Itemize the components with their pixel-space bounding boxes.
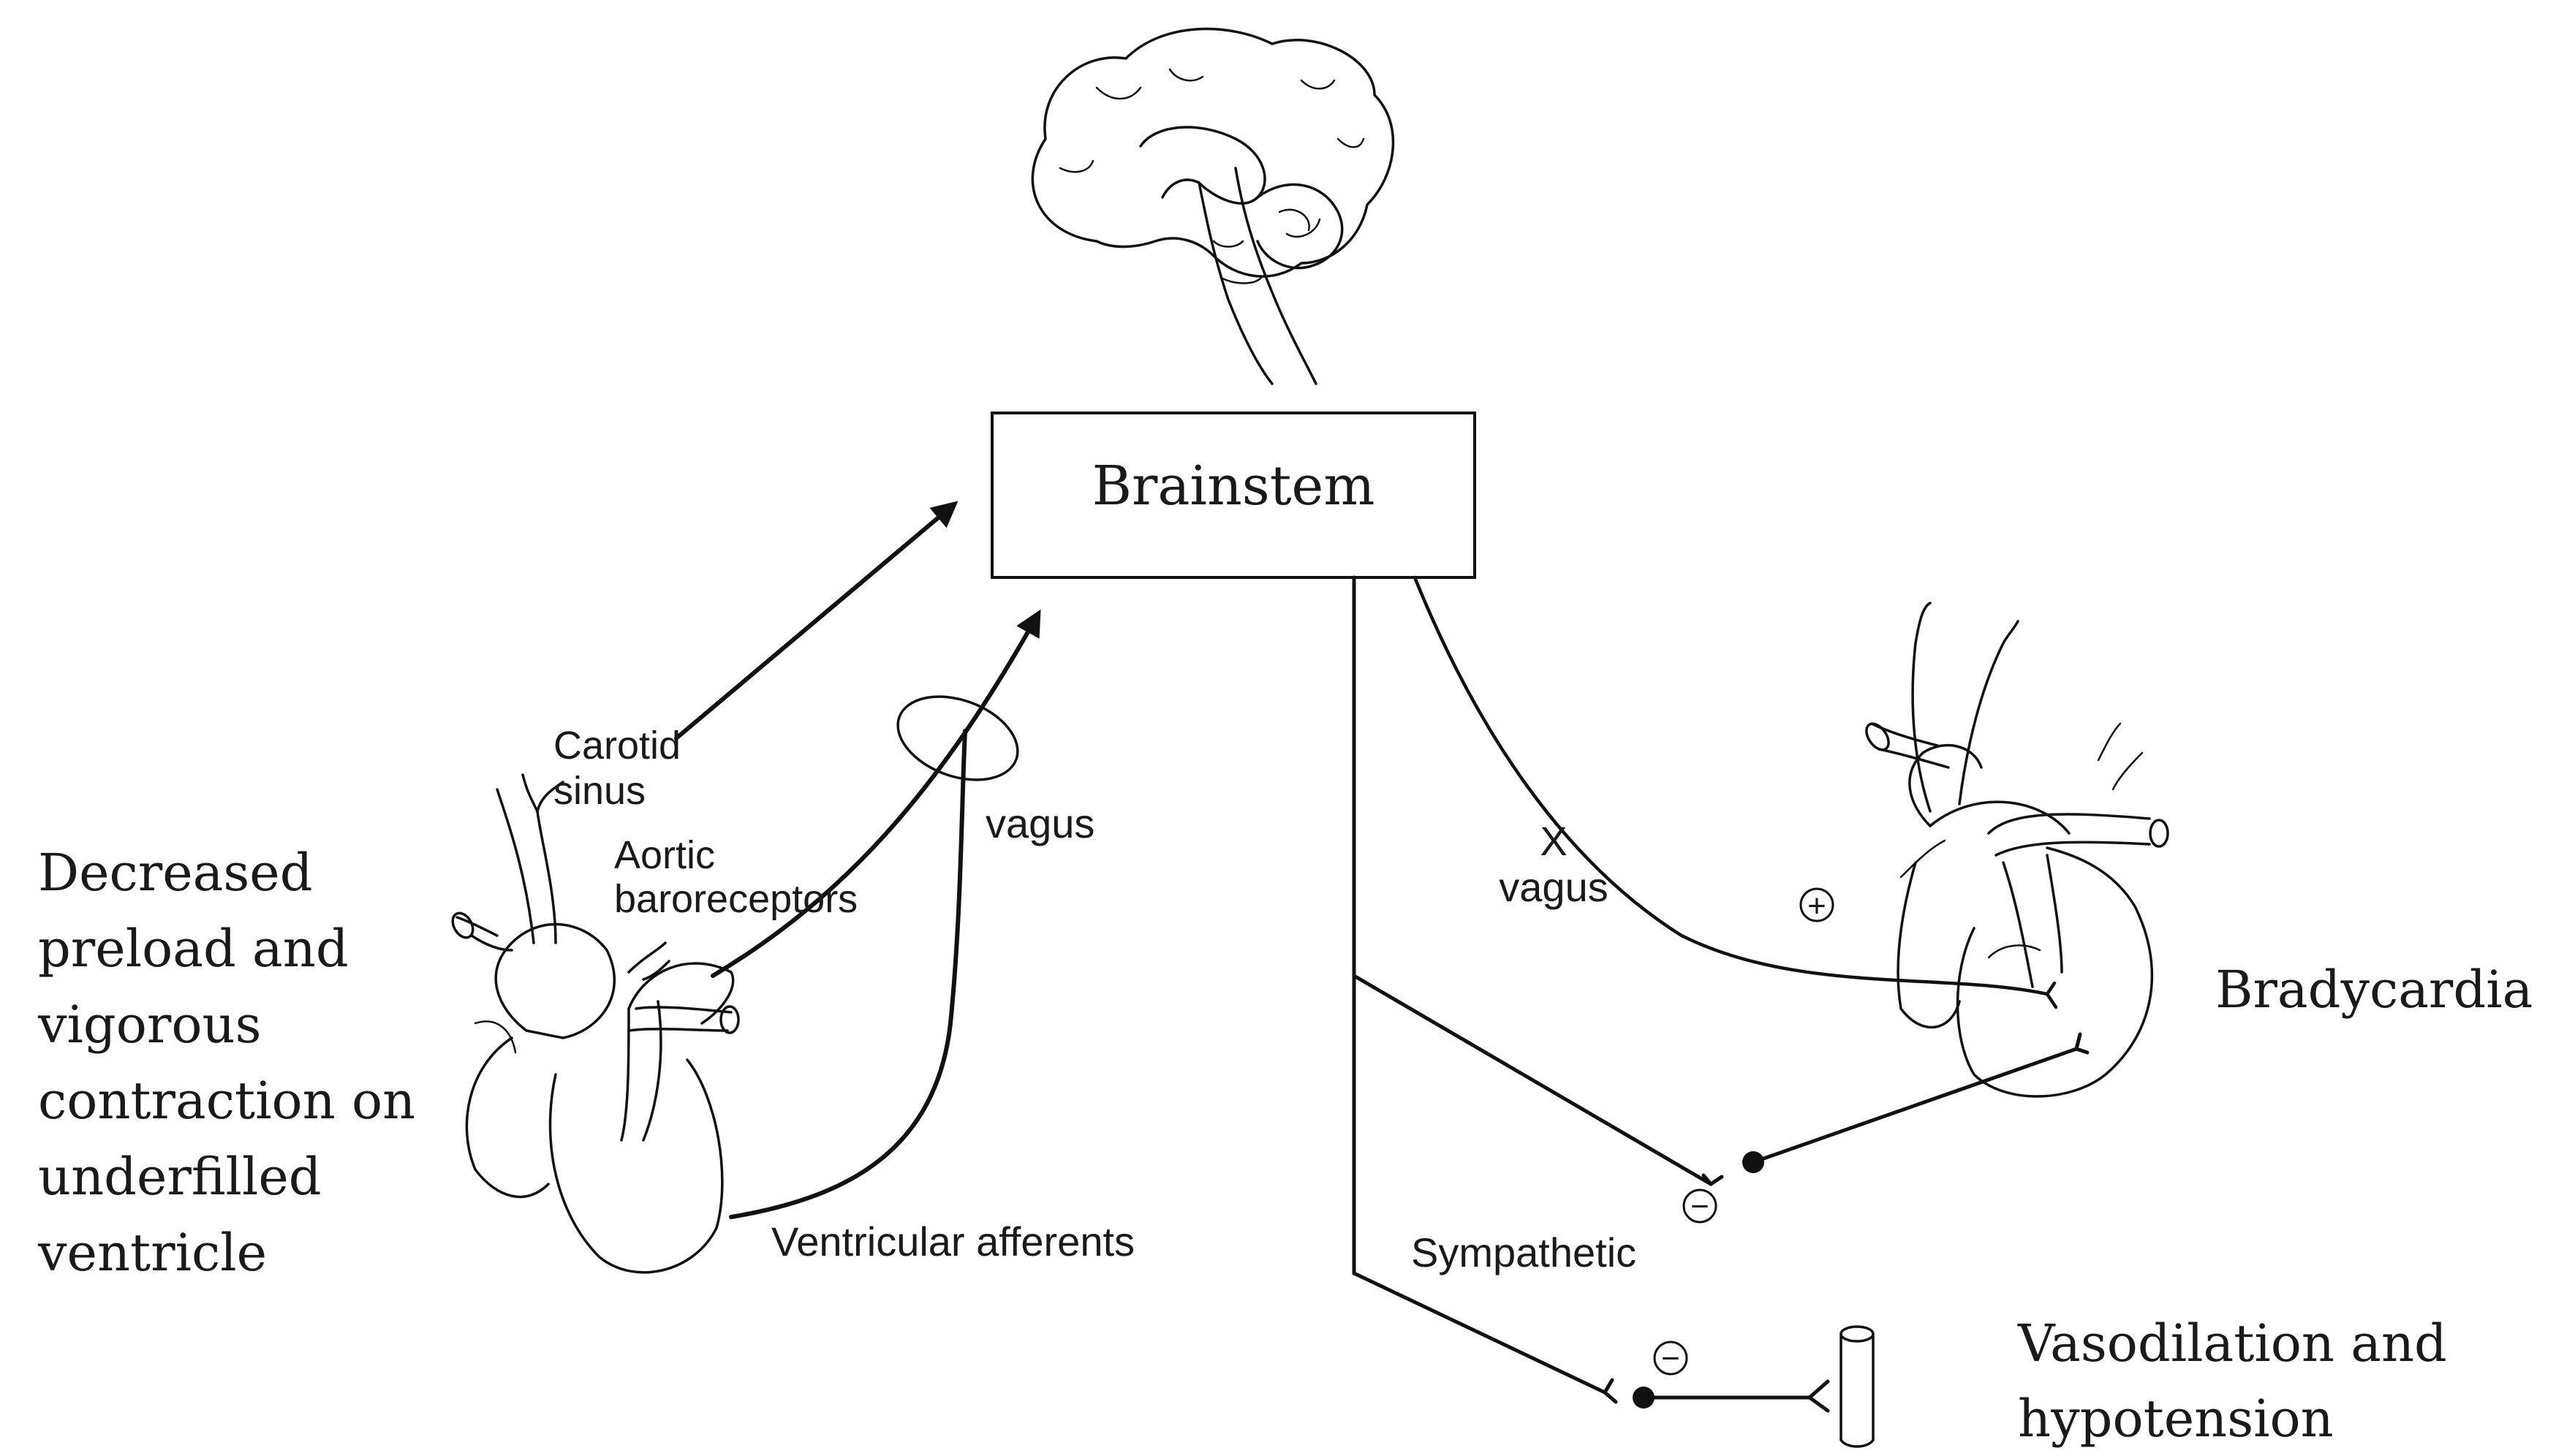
stimulus-line-1: Decreased: [38, 843, 313, 903]
minus-sign-vessel-text: −: [1661, 1341, 1680, 1376]
sympathetic-label: Sympathetic: [1411, 1229, 1636, 1275]
sympathetic-heart-branch: [1354, 976, 1711, 1184]
stimulus-line-5: underfilled: [38, 1147, 322, 1207]
stimulus-description: Decreased preload and vigorous contracti…: [37, 843, 415, 1283]
vagus-terminal: [2047, 983, 2056, 1007]
carotid-label-1: Carotid: [553, 724, 681, 767]
ventricular-afferent-nerve: [731, 731, 965, 1217]
brainstem-label: Brainstem: [1092, 455, 1375, 517]
postganglionic-heart-fiber: [1753, 1049, 2076, 1162]
minus-sign-heart-text: −: [1690, 1188, 1709, 1224]
inhibitory-sign-vessel: −: [1655, 1341, 1687, 1376]
aortic-label-1: Aortic: [614, 833, 715, 877]
stimulus-line-6: ventricle: [37, 1223, 267, 1283]
stimulus-line-4: contraction on: [38, 1071, 415, 1131]
inhibitory-sign-heart: −: [1684, 1188, 1716, 1224]
vasodilation-label-1: Vasodilation and: [2017, 1313, 2447, 1373]
ventricular-afferents-label: Ventricular afferents: [771, 1218, 1135, 1264]
vessel-ganglion-synapse: [1605, 1380, 1616, 1402]
bradycardia-label: Bradycardia: [2215, 960, 2533, 1020]
aortic-label-2: baroreceptors: [614, 877, 858, 921]
heart-fiber-terminal: [2076, 1034, 2087, 1053]
sympathetic-vessel-branch: [1354, 1273, 1605, 1392]
stimulus-line-3: vigorous: [37, 995, 262, 1055]
stimulus-line-2: preload and: [38, 919, 349, 979]
right-heart-icon: [1862, 603, 2168, 1096]
vessel-fiber-terminal: [1810, 1381, 1828, 1411]
vasodilation-label-2: hypotension: [2018, 1389, 2334, 1449]
vagus-efferent-label: vagus: [1499, 864, 1608, 910]
excitatory-sign: +: [1801, 888, 1833, 924]
plus-sign-text: +: [1807, 888, 1826, 924]
efferent-vagus-nerve: [1415, 577, 2047, 994]
brain-icon: [1032, 29, 1393, 384]
carotid-label-2: sinus: [553, 769, 646, 813]
blood-vessel-icon: [1841, 1327, 1873, 1446]
vagus-afferent-label: vagus: [986, 800, 1094, 846]
vagus-cut-mark: X: [1540, 818, 1567, 864]
vagus-nerve-ring: [886, 681, 1029, 795]
